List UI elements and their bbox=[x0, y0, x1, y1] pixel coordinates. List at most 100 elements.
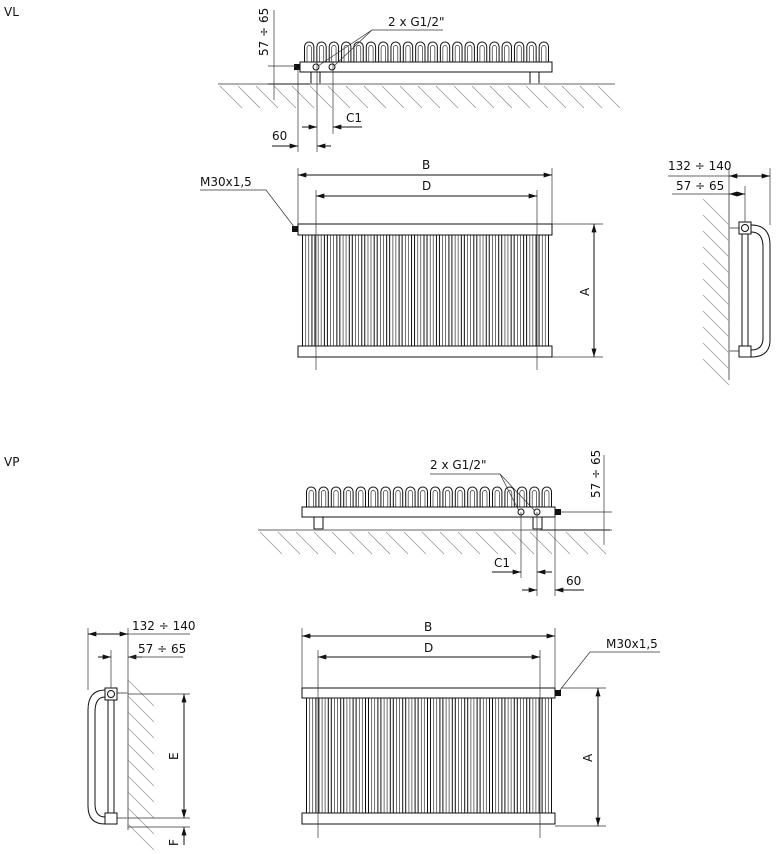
vp-plan-header-bar bbox=[301, 506, 556, 518]
tube-loop bbox=[380, 486, 391, 507]
tube-loop bbox=[464, 41, 475, 62]
tube-loop bbox=[355, 486, 366, 507]
tube-loop bbox=[328, 41, 340, 62]
tube-loop-inner bbox=[358, 490, 364, 507]
hatch-line bbox=[475, 531, 499, 555]
tube-loop bbox=[476, 41, 488, 62]
hatch-line bbox=[127, 679, 155, 707]
hatch-line bbox=[127, 695, 155, 723]
radiator-tube bbox=[426, 225, 437, 356]
hatch-line bbox=[127, 807, 155, 835]
radiator-tube bbox=[318, 689, 329, 823]
radiator-tube bbox=[414, 225, 425, 356]
radiator-tube bbox=[492, 689, 503, 823]
tube-loop-inner bbox=[420, 490, 426, 507]
radiator-tube bbox=[516, 689, 528, 823]
tube-loop-inner bbox=[343, 45, 349, 62]
radiator-tube bbox=[451, 225, 462, 356]
hatch-line bbox=[385, 531, 409, 555]
vl-c1-dim: C1 bbox=[346, 111, 362, 125]
tube-loop bbox=[538, 41, 549, 62]
tube-loop bbox=[306, 486, 317, 507]
radiator-tube bbox=[376, 225, 388, 356]
tube-loop-inner bbox=[491, 45, 497, 62]
vl-plug-label: M30x1,5 bbox=[200, 175, 252, 189]
tube-loop bbox=[454, 486, 466, 507]
vl-plan-view: 57 ÷ 65 2 x G1/2" C1 60 bbox=[218, 8, 621, 152]
vp-depth-wall: 57 ÷ 65 bbox=[138, 642, 186, 656]
hatch-line bbox=[597, 85, 621, 109]
radiator-tube bbox=[504, 689, 515, 823]
hatch-line bbox=[219, 85, 243, 109]
variant-label-vl: VL bbox=[4, 5, 19, 19]
hatch-line bbox=[259, 531, 283, 555]
tube-loop-inner bbox=[417, 45, 423, 62]
hatch-line bbox=[702, 326, 730, 354]
hatch-line bbox=[453, 85, 477, 109]
tube-loop bbox=[304, 41, 315, 62]
hatch-line bbox=[529, 531, 553, 555]
hatch-line bbox=[399, 85, 423, 109]
tube-loop bbox=[318, 486, 329, 507]
hatch-line bbox=[127, 711, 155, 739]
vl-plan-header-bar bbox=[299, 61, 553, 73]
tube-loop bbox=[392, 486, 404, 507]
hatch-line bbox=[702, 230, 730, 258]
hatch-line bbox=[327, 85, 351, 109]
vl-width-d: D bbox=[422, 179, 431, 193]
tube-loop bbox=[492, 486, 503, 507]
vl-height-dim: 57 ÷ 65 bbox=[257, 8, 271, 56]
hatch-line bbox=[565, 531, 589, 555]
tube-loop bbox=[513, 41, 525, 62]
tube-loop-inner bbox=[544, 490, 550, 507]
hatch-line bbox=[313, 531, 337, 555]
tube-loop-inner bbox=[393, 45, 399, 62]
tube-loop-inner bbox=[482, 490, 488, 507]
vl-bracket-left bbox=[310, 71, 321, 85]
tube-loop bbox=[330, 486, 342, 507]
tube-loop bbox=[529, 486, 540, 507]
radiator-tube bbox=[351, 225, 363, 356]
hatch-line bbox=[547, 531, 571, 555]
radiator-tube bbox=[476, 225, 487, 356]
vl-plug-cap bbox=[294, 64, 300, 70]
tube-loop-inner bbox=[395, 490, 401, 507]
radiator-tube bbox=[380, 689, 391, 823]
radiator-tube bbox=[513, 225, 525, 356]
vl-offset-dim: 60 bbox=[272, 129, 287, 143]
tube-loop-inner bbox=[370, 490, 376, 507]
hatch-line bbox=[702, 342, 730, 370]
hatch-line bbox=[277, 531, 301, 555]
radiator-tube bbox=[430, 689, 441, 823]
vp-plug-label: M30x1,5 bbox=[606, 637, 658, 651]
tube-loop-inner bbox=[507, 490, 513, 507]
tube-loop-inner bbox=[516, 45, 522, 62]
tube-loop bbox=[390, 41, 401, 62]
hatch-line bbox=[471, 85, 495, 109]
tube-loop-inner bbox=[331, 45, 337, 62]
tube-loop-inner bbox=[454, 45, 460, 62]
radiator-tube bbox=[326, 225, 338, 356]
tube-loop-inner bbox=[445, 490, 451, 507]
radiator-tube bbox=[389, 225, 400, 356]
hatch-line bbox=[579, 85, 603, 109]
tube-loop-inner bbox=[457, 490, 463, 507]
tube-loop bbox=[452, 41, 463, 62]
radiator-tube bbox=[488, 225, 500, 356]
vl-bottom-rail bbox=[297, 345, 553, 358]
vl-floor-hatch bbox=[219, 85, 621, 109]
vp-height-a: A bbox=[581, 753, 595, 762]
vp-height-dim: 57 ÷ 65 bbox=[589, 450, 603, 498]
hatch-line bbox=[255, 85, 279, 109]
tube-loop bbox=[439, 41, 451, 62]
radiator-tube bbox=[438, 225, 450, 356]
hatch-line bbox=[511, 531, 535, 555]
radiator-tube bbox=[541, 689, 552, 823]
radiator-tube bbox=[306, 689, 317, 823]
hatch-line bbox=[702, 294, 730, 322]
tube-loop bbox=[316, 41, 327, 62]
tube-loop-inner bbox=[432, 490, 438, 507]
tube-loop bbox=[541, 486, 552, 507]
radiator-tube bbox=[364, 225, 375, 356]
tube-loop-inner bbox=[528, 45, 534, 62]
